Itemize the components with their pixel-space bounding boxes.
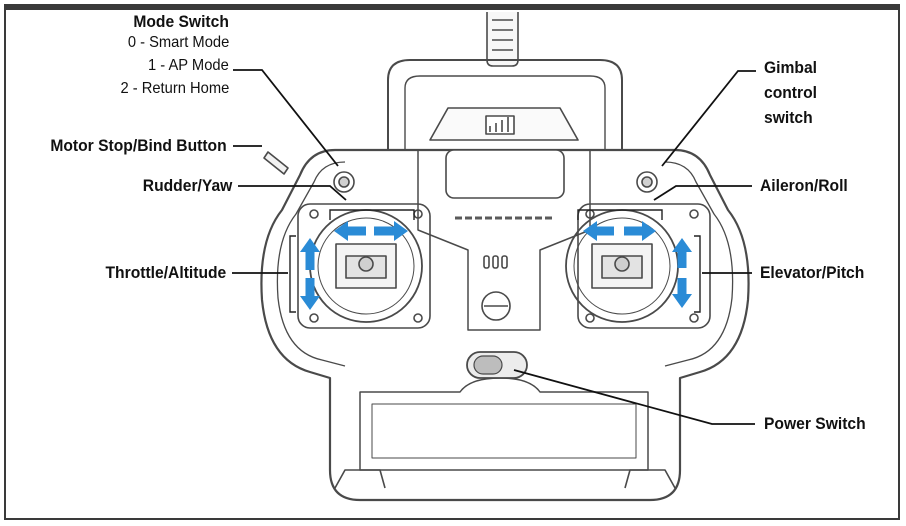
led-2 — [492, 255, 499, 269]
mode-option-1: 1 - AP Mode — [148, 57, 229, 74]
left-stick — [358, 256, 374, 272]
right-stick — [614, 256, 630, 272]
motor-stop-label: Motor Stop/Bind Button — [50, 136, 227, 155]
gimbal-label-line-1: Gimbal — [764, 58, 818, 77]
gimbal-label-line-3: switch — [764, 108, 813, 127]
power-switch-label: Power Switch — [764, 414, 866, 433]
antenna — [486, 12, 519, 67]
elevator-label: Elevator/Pitch — [760, 263, 865, 282]
controller-body — [260, 148, 750, 502]
aileron-label: Aileron/Roll — [760, 176, 848, 195]
center-display — [445, 149, 565, 199]
diagram-frame — [4, 4, 900, 520]
gimbal-leader — [661, 70, 756, 167]
rudder-leader — [238, 185, 347, 201]
rudder-label: Rudder/Yaw — [142, 176, 232, 195]
gimbal-label-line-2: control — [764, 83, 818, 102]
led-3 — [501, 255, 508, 269]
elevator-bracket — [694, 235, 701, 313]
mode-switch-leader — [233, 69, 339, 167]
power-leader — [513, 369, 755, 425]
throttle-label: Throttle/Altitude — [105, 263, 226, 282]
mode-switch-title: Mode Switch — [133, 12, 229, 31]
mode-option-0: 0 - Smart Mode — [127, 34, 229, 51]
aileron-leader — [653, 185, 752, 201]
mode-option-2: 2 - Return Home — [120, 80, 229, 97]
left-stick-plate — [297, 203, 431, 329]
signal-indicator — [485, 115, 515, 135]
led-1 — [483, 255, 490, 269]
rudder-bracket — [329, 209, 415, 220]
throttle-bracket — [289, 235, 296, 313]
right-stick-plate — [577, 203, 711, 329]
carry-handle — [387, 59, 623, 160]
aileron-bracket — [577, 209, 663, 220]
